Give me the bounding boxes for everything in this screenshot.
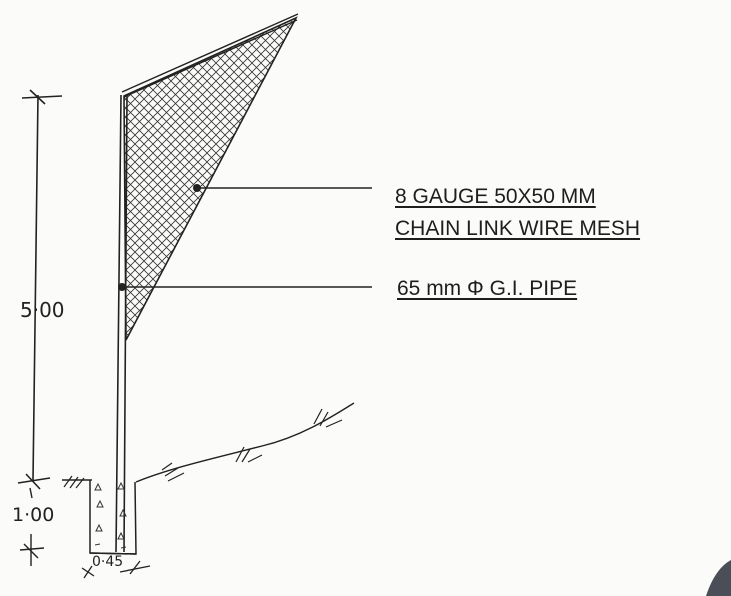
gi-pipe-post xyxy=(115,94,128,553)
height-dimension-text: 5·00 xyxy=(20,298,65,322)
foundation-width-text: 0·45 xyxy=(92,554,124,570)
pipe-leader xyxy=(118,283,372,291)
mesh-leader xyxy=(193,184,372,192)
foundation-depth-text: 1·00 xyxy=(12,504,55,526)
concrete-aggregate-marks xyxy=(94,481,127,549)
mesh-spec-label-line2: CHAIN LINK WIRE MESH xyxy=(395,217,641,240)
concrete-foundation xyxy=(89,480,137,555)
mesh-spec-label-line1: 8 GAUGE 50X50 MM xyxy=(395,185,596,208)
ground-line xyxy=(62,402,355,483)
height-dimension-line xyxy=(17,89,63,490)
depth-dimension-line xyxy=(19,487,45,566)
pipe-spec-label: 65 mm Φ G.I. PIPE xyxy=(397,277,578,300)
mesh-top-edge xyxy=(121,13,299,98)
scan-edge-shadow xyxy=(706,560,731,596)
width-dimension-line xyxy=(81,560,151,579)
grass-hatch xyxy=(63,408,343,489)
wire-mesh-panel xyxy=(123,16,298,341)
